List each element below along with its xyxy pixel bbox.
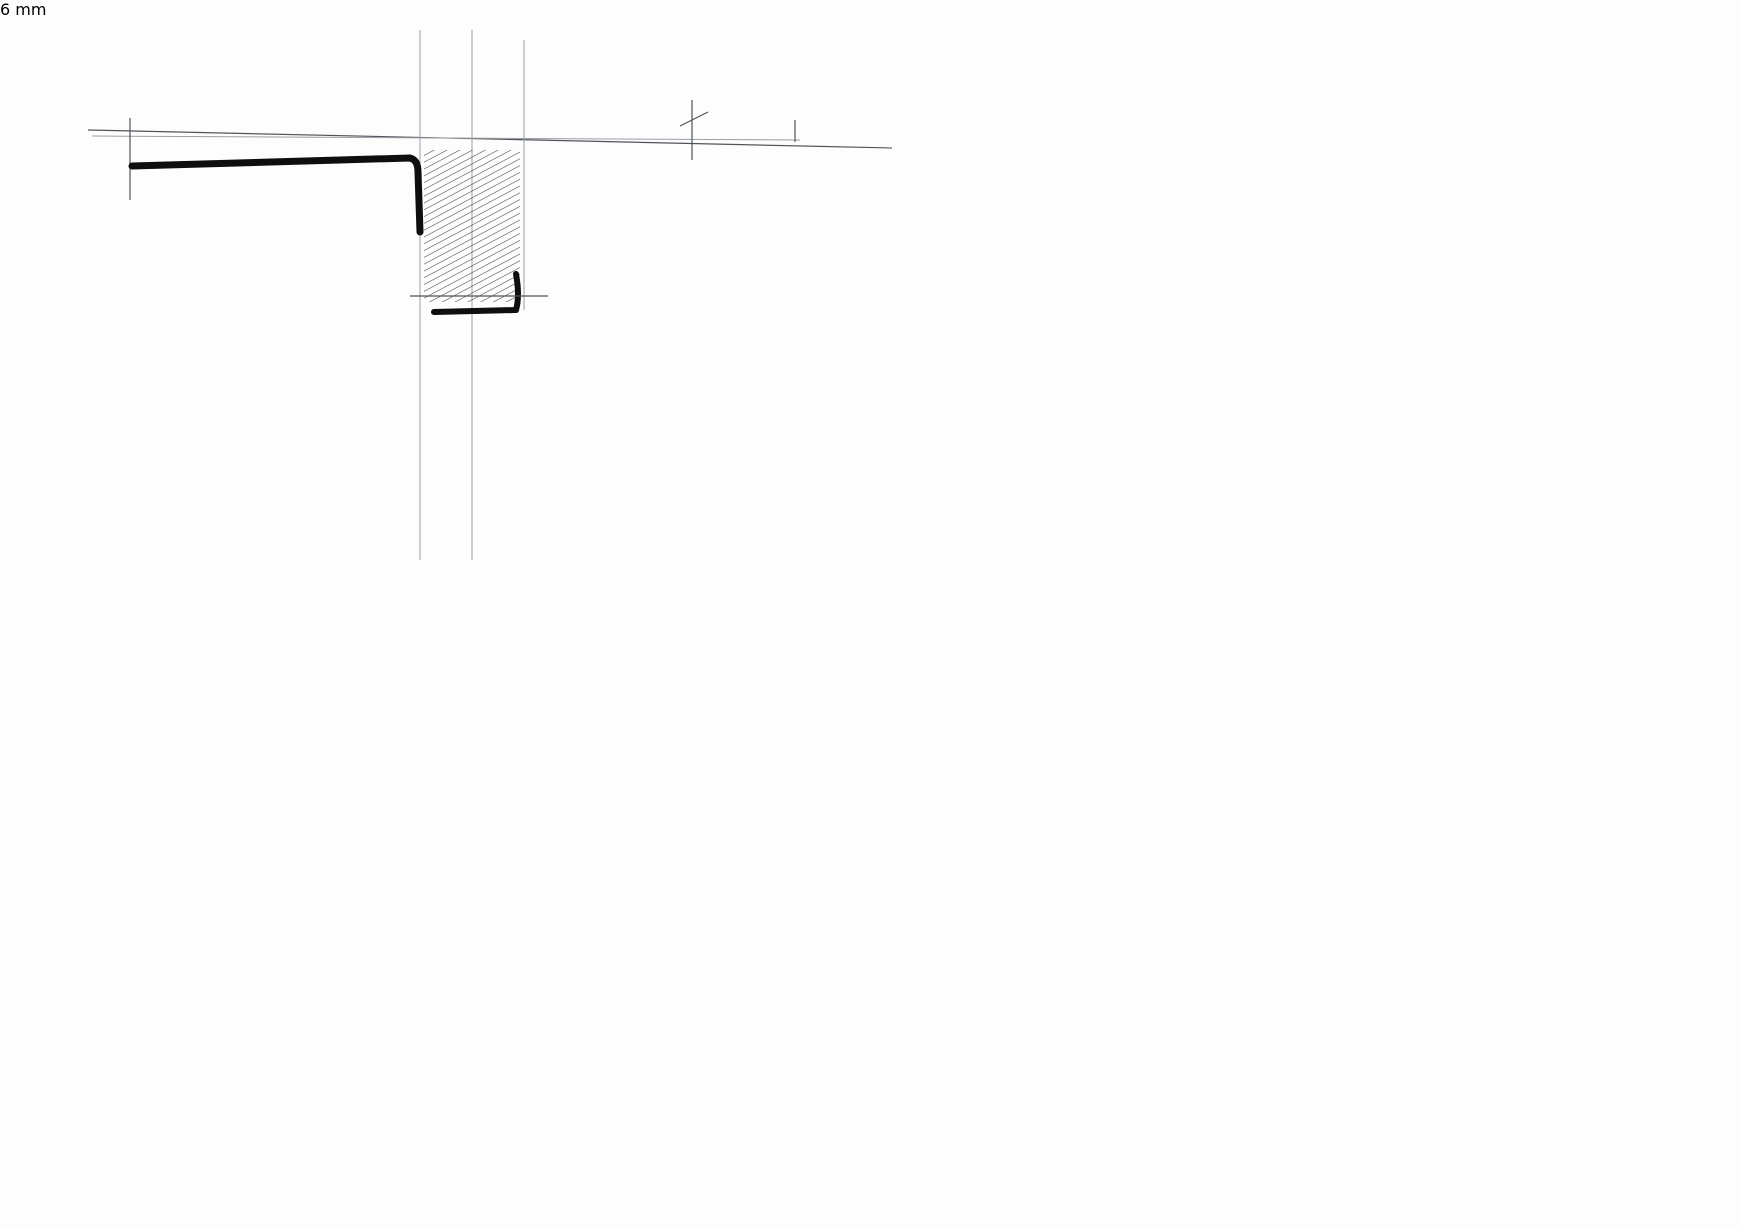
section-view-t-profile — [87, 30, 893, 560]
dimension-annotation: 6 mm — [0, 0, 47, 19]
